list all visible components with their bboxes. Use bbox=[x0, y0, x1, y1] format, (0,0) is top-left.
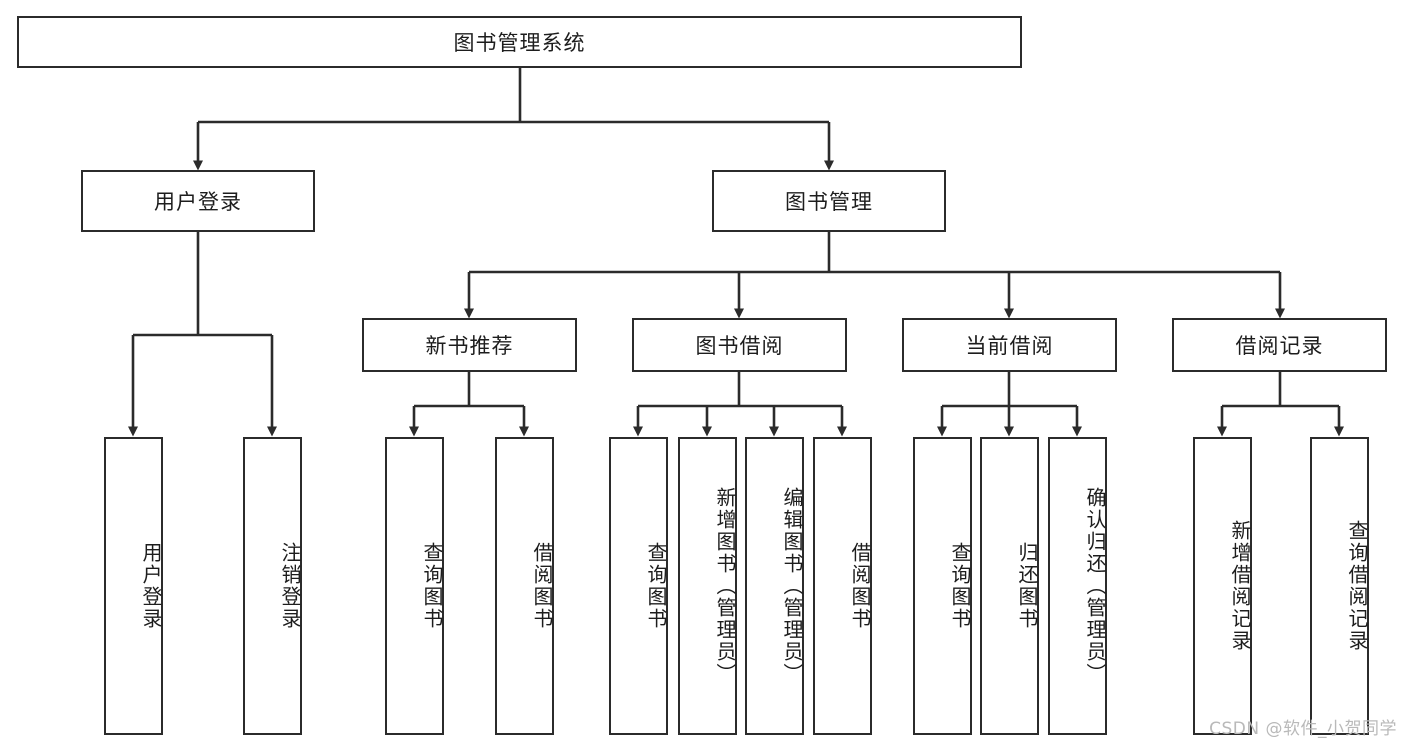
node-book-management[interactable]: 图书管理 bbox=[712, 170, 946, 232]
leaf-query-book-current[interactable]: 查询图书 bbox=[913, 437, 972, 735]
leaf-borrow-book-recommend[interactable]: 借阅图书 bbox=[495, 437, 554, 735]
leaf-confirm-return-admin[interactable]: 确认归还（管理员） bbox=[1048, 437, 1107, 735]
node-borrow-record[interactable]: 借阅记录 bbox=[1172, 318, 1387, 372]
watermark-text: CSDN @软件_小贺同学 bbox=[1209, 719, 1397, 739]
leaf-query-book-recommend[interactable]: 查询图书 bbox=[385, 437, 444, 735]
leaf-user-login[interactable]: 用户登录 bbox=[104, 437, 163, 735]
node-new-book-recommend[interactable]: 新书推荐 bbox=[362, 318, 577, 372]
node-user-login[interactable]: 用户登录 bbox=[81, 170, 315, 232]
leaf-query-book-borrow[interactable]: 查询图书 bbox=[609, 437, 668, 735]
leaf-add-book-admin[interactable]: 新增图书（管理员） bbox=[678, 437, 737, 735]
node-current-borrow[interactable]: 当前借阅 bbox=[902, 318, 1117, 372]
leaf-edit-book-admin[interactable]: 编辑图书（管理员） bbox=[745, 437, 804, 735]
node-root-system[interactable]: 图书管理系统 bbox=[17, 16, 1022, 68]
leaf-add-borrow-record[interactable]: 新增借阅记录 bbox=[1193, 437, 1252, 735]
leaf-borrow-book[interactable]: 借阅图书 bbox=[813, 437, 872, 735]
node-book-borrow[interactable]: 图书借阅 bbox=[632, 318, 847, 372]
leaf-logout[interactable]: 注销登录 bbox=[243, 437, 302, 735]
leaf-return-book[interactable]: 归还图书 bbox=[980, 437, 1039, 735]
leaf-query-borrow-record[interactable]: 查询借阅记录 bbox=[1310, 437, 1369, 735]
